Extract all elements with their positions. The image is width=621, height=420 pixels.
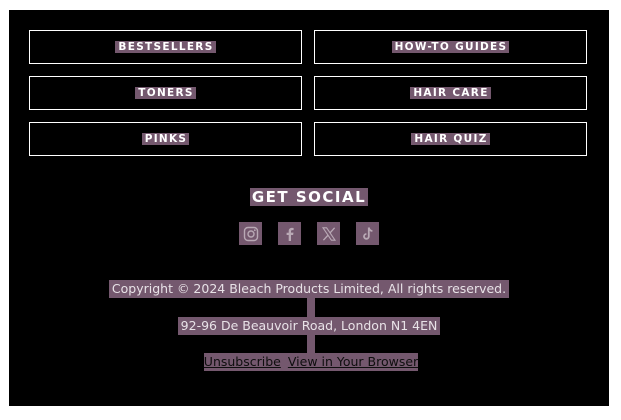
x-twitter-icon[interactable]	[317, 222, 340, 245]
unsubscribe-link[interactable]: Unsubscribe	[203, 354, 281, 369]
social-icons	[9, 222, 609, 245]
view-in-browser-link[interactable]: View in Your Browser	[287, 354, 419, 369]
social-heading-text: GET SOCIAL	[249, 188, 369, 206]
hair-quiz-button[interactable]: HAIR QUIZ	[314, 122, 587, 156]
pinks-label: PINKS	[141, 133, 190, 145]
toners-button[interactable]: TONERS	[29, 76, 302, 110]
how-to-guides-button[interactable]: HOW-TO GUIDES	[314, 30, 587, 64]
address-line: 92-96 De Beauvoir Road, London N1 4EN	[9, 317, 609, 335]
instagram-icon[interactable]	[239, 222, 262, 245]
hair-quiz-label: HAIR QUIZ	[411, 133, 490, 145]
tiktok-icon[interactable]	[356, 222, 379, 245]
divider	[307, 298, 315, 317]
address-text: 92-96 De Beauvoir Road, London N1 4EN	[177, 317, 441, 335]
hair-care-button[interactable]: HAIR CARE	[314, 76, 587, 110]
how-to-guides-label: HOW-TO GUIDES	[391, 41, 510, 53]
footer-links: Unsubscribe View in Your Browser	[204, 353, 418, 371]
copyright-text: Copyright © 2024 Bleach Products Limited…	[108, 280, 510, 298]
pinks-button[interactable]: PINKS	[29, 122, 302, 156]
hair-care-label: HAIR CARE	[410, 87, 491, 99]
bestsellers-button[interactable]: BESTSELLERS	[29, 30, 302, 64]
social-heading: GET SOCIAL	[9, 188, 609, 206]
facebook-icon[interactable]	[278, 222, 301, 245]
email-footer: BESTSELLERS HOW-TO GUIDES TONERS HAIR CA…	[9, 10, 609, 406]
divider	[307, 335, 315, 354]
copyright-line: Copyright © 2024 Bleach Products Limited…	[9, 280, 609, 298]
bestsellers-label: BESTSELLERS	[115, 41, 216, 53]
toners-label: TONERS	[135, 87, 196, 99]
